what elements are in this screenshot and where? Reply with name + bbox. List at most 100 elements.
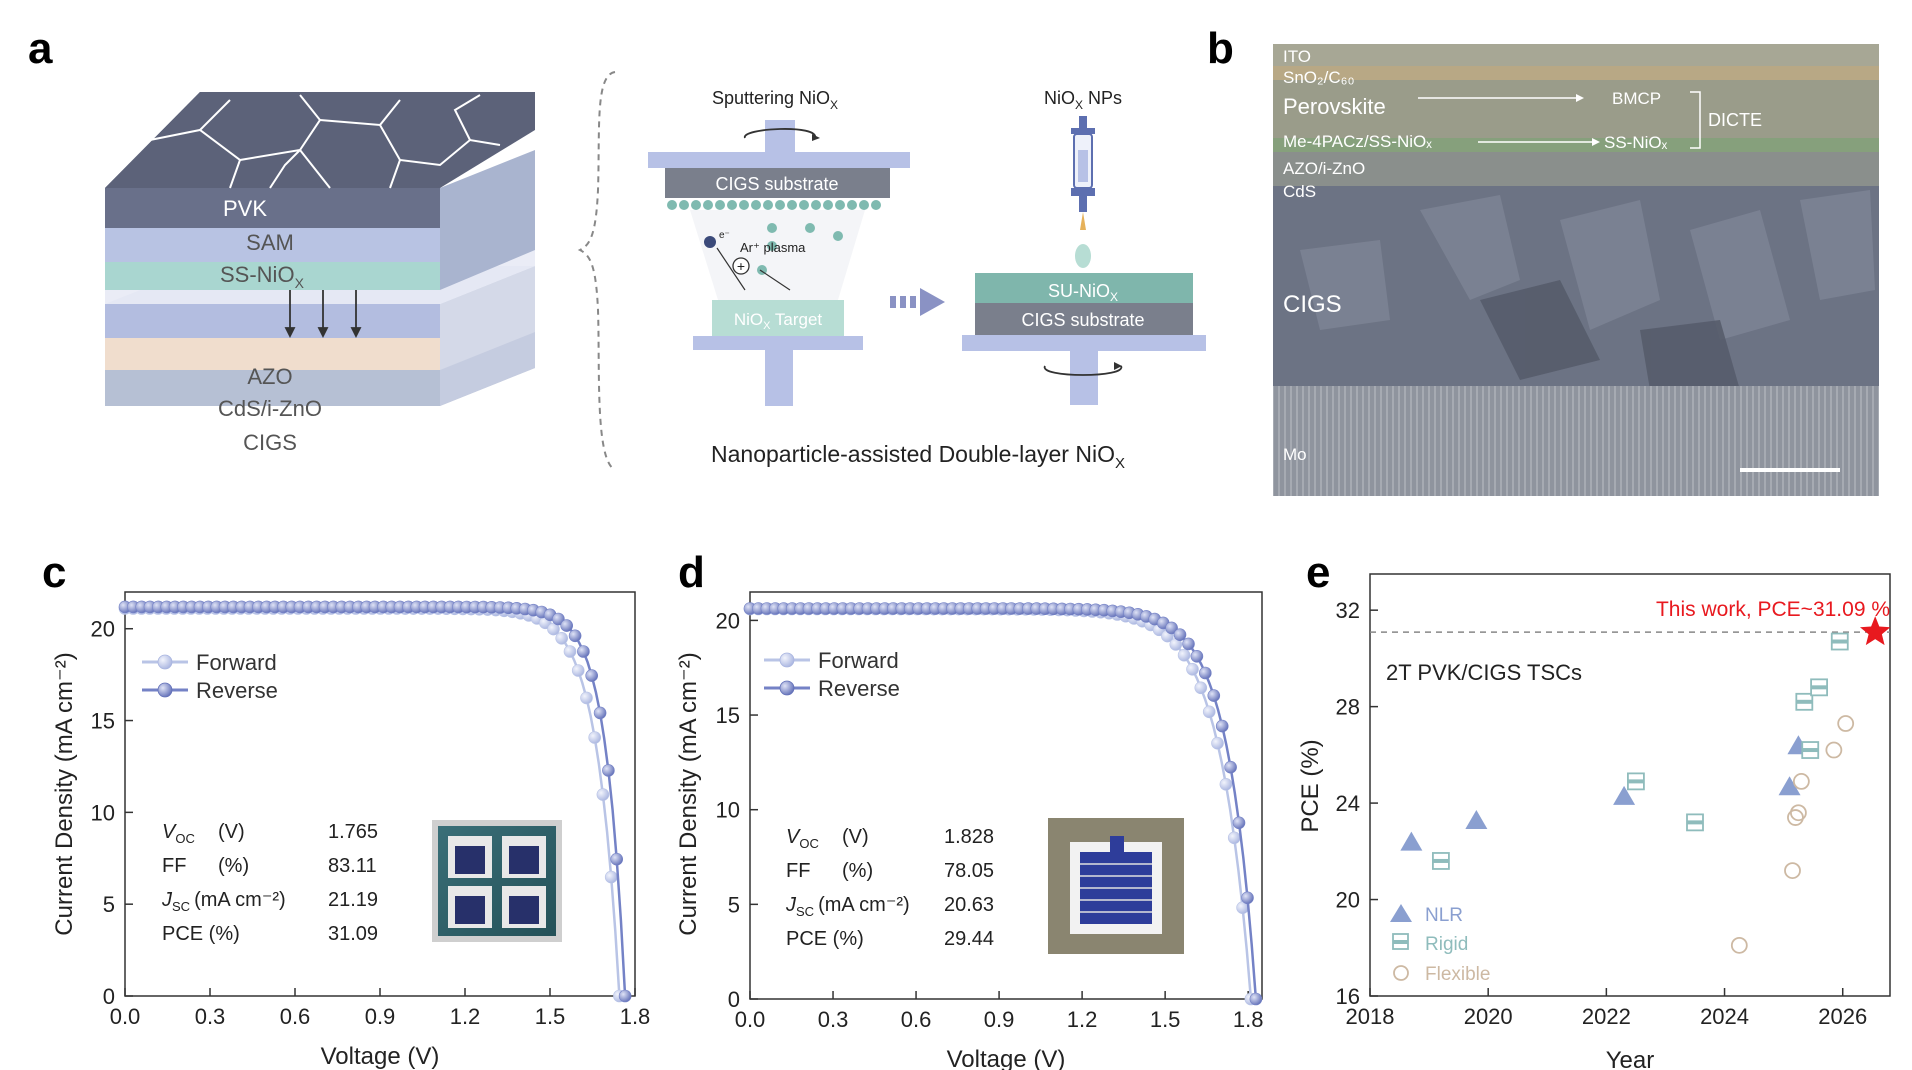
jv-point-reverse	[1232, 816, 1246, 830]
jv-point-reverse	[1165, 621, 1178, 635]
layer-label-cigs: CIGS	[243, 430, 297, 455]
jv-point-reverse	[618, 989, 632, 1003]
y-tick-label: 5	[728, 892, 740, 917]
jv-point-reverse	[552, 612, 565, 626]
svg-text:78.05: 78.05	[944, 860, 994, 882]
scale-bar	[1740, 468, 1840, 472]
jv-point-reverse	[1190, 649, 1204, 663]
svg-text:83.11: 83.11	[328, 855, 377, 877]
sem-label-sno2: SnO₂/C₆₀	[1283, 68, 1355, 87]
x-tick-label: 0.0	[110, 1004, 141, 1029]
droplet	[1075, 244, 1091, 268]
x-tick-label: 0.6	[901, 1007, 932, 1032]
pce-point-flexible	[1730, 936, 1748, 954]
chart-d-ylabel: Current Density (mA cm⁻²)	[675, 652, 702, 935]
jv-point-forward	[596, 788, 610, 801]
x-tick-label: 0.9	[984, 1007, 1015, 1032]
svg-text:PCE (%): PCE (%)	[162, 923, 240, 945]
pce-point-rigid-band	[1432, 858, 1449, 863]
x-tick-label: 2022	[1582, 1004, 1631, 1029]
pce-point-rigid-band	[1687, 820, 1703, 825]
jv-point-forward	[563, 645, 577, 658]
x-tick-label: 0.6	[280, 1004, 311, 1029]
y-tick-label: 15	[716, 703, 740, 728]
y-tick-label: 0	[103, 984, 115, 1009]
y-tick-label: 24	[1336, 791, 1360, 816]
rotation-arrow	[744, 128, 816, 139]
layer-label-azo: AZO	[247, 364, 292, 389]
panel-letter-c: c	[42, 548, 67, 597]
svg-text:29.44: 29.44	[944, 928, 994, 950]
legend-nlr: NLR	[1425, 905, 1463, 926]
cigs-substrate-bottom	[975, 303, 1193, 335]
brace	[577, 71, 616, 471]
pce-point-flexible	[1790, 804, 1807, 822]
jv-point-reverse	[610, 852, 624, 866]
panel-a-stack: PVK SAM SS-NiOX AZO CdS/i-ZnO CIGS	[105, 92, 535, 455]
svg-text:1.828: 1.828	[944, 826, 994, 848]
panel-letter-d: d	[678, 548, 705, 597]
panel-letter-a: a	[28, 24, 53, 73]
device-photo-d	[1048, 818, 1184, 954]
pce-point-rigid-band	[1811, 685, 1828, 690]
svg-text:(%): (%)	[842, 860, 873, 882]
chart-e-legend: NLR Rigid Flexible	[1390, 904, 1490, 985]
y-tick-label: 15	[91, 709, 115, 734]
svg-text:21.19: 21.19	[328, 889, 378, 911]
pce-point-flexible	[1792, 772, 1810, 790]
pce-point-flexible	[1837, 715, 1855, 732]
y-tick-label: 20	[716, 608, 740, 633]
x-tick-label: 0.3	[818, 1007, 849, 1032]
layer-label-cds: CdS/i-ZnO	[218, 396, 322, 421]
jv-point-forward	[1194, 681, 1208, 695]
electron-label: e⁻	[719, 230, 730, 241]
svg-text:FF: FF	[162, 855, 186, 877]
cigs-substrate-top	[665, 168, 890, 198]
legend-reverse-d: Reverse	[818, 676, 900, 701]
svg-text:PCE (%): PCE (%)	[786, 928, 864, 950]
x-tick-label: 0.9	[365, 1004, 396, 1029]
y-tick-label: 10	[716, 798, 740, 823]
ion-icon	[732, 257, 750, 275]
legend-flexible: Flexible	[1425, 964, 1490, 985]
sem-label-perovskite: Perovskite	[1283, 94, 1386, 119]
sem-label-mo: Mo	[1283, 445, 1307, 464]
sem-label-cds: CdS	[1283, 182, 1316, 201]
panel-letter-e: e	[1306, 548, 1331, 597]
pce-point-rigid-band	[1831, 639, 1848, 644]
y-tick-label: 28	[1336, 695, 1360, 720]
this-work-star	[1860, 616, 1891, 646]
svg-text:JSC(mA cm⁻²): JSC(mA cm⁻²)	[785, 894, 910, 919]
x-tick-label: 2018	[1346, 1004, 1395, 1029]
rotation-shaft	[765, 120, 795, 154]
cigs-substrate-label: CIGS substrate	[715, 174, 838, 194]
niox-target	[712, 300, 844, 336]
legend-forward-d: Forward	[818, 648, 899, 673]
jv-point-forward	[1211, 736, 1224, 750]
jv-point-reverse	[1173, 628, 1187, 642]
svg-text:(V): (V)	[218, 821, 245, 843]
jv-point-reverse	[1224, 760, 1237, 774]
svg-text:31.09: 31.09	[328, 923, 378, 945]
layer-label-pvk: PVK	[223, 196, 267, 221]
niox-particles-row	[667, 200, 881, 210]
x-tick-label: 1.5	[535, 1004, 566, 1029]
target-label: NiOX Target	[734, 310, 823, 332]
jv-point-forward	[571, 664, 585, 677]
pce-point-flexible	[1784, 862, 1801, 880]
jv-point-reverse	[568, 629, 582, 643]
pce-point-nlr	[1778, 776, 1801, 796]
x-tick-label: 1.8	[620, 1004, 651, 1029]
chart-c-ylabel: Current Density (mA cm⁻²)	[51, 652, 78, 935]
chart-d-legend: Forward Reverse	[764, 648, 900, 701]
device-photo-c	[432, 820, 562, 942]
sem-label-ss-niox: SS-NiOₓ	[1604, 133, 1668, 152]
legend-reverse-c: Reverse	[196, 678, 278, 703]
jv-point-forward	[1219, 777, 1233, 791]
x-tick-label: 1.8	[1233, 1007, 1264, 1032]
jv-point-reverse	[1182, 637, 1195, 651]
chart-d-xlabel: Voltage (V)	[947, 1046, 1066, 1070]
sputter-label: Sputtering NiOX	[712, 88, 838, 112]
